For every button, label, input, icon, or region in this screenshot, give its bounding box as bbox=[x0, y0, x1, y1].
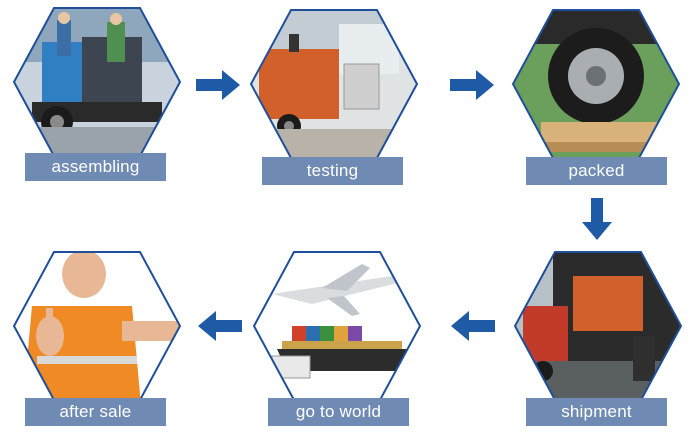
step-label-after-sale: after sale bbox=[25, 398, 166, 426]
after-sale-photo bbox=[12, 246, 182, 416]
assembling-photo bbox=[12, 2, 182, 172]
step-after-sale bbox=[12, 246, 182, 416]
step-testing bbox=[249, 4, 419, 174]
testing-photo bbox=[249, 4, 419, 174]
step-label-assembling: assembling bbox=[25, 153, 166, 181]
step-label-shipment: shipment bbox=[526, 398, 667, 426]
packed-photo bbox=[511, 4, 681, 174]
step-label-packed: packed bbox=[526, 157, 667, 185]
arrow-right-icon bbox=[196, 70, 242, 100]
arrow-right-icon bbox=[450, 70, 496, 100]
step-assembling bbox=[12, 2, 182, 172]
step-packed bbox=[511, 4, 681, 174]
arrow-down-icon bbox=[582, 198, 612, 242]
arrow-left-icon bbox=[449, 311, 495, 341]
shipment-photo bbox=[513, 246, 683, 416]
go-to-world-photo bbox=[252, 246, 422, 416]
step-go-to-world bbox=[252, 246, 422, 416]
step-shipment bbox=[513, 246, 683, 416]
step-label-go-to-world: go to world bbox=[268, 398, 409, 426]
arrow-left-icon bbox=[196, 311, 242, 341]
step-label-testing: testing bbox=[262, 157, 403, 185]
